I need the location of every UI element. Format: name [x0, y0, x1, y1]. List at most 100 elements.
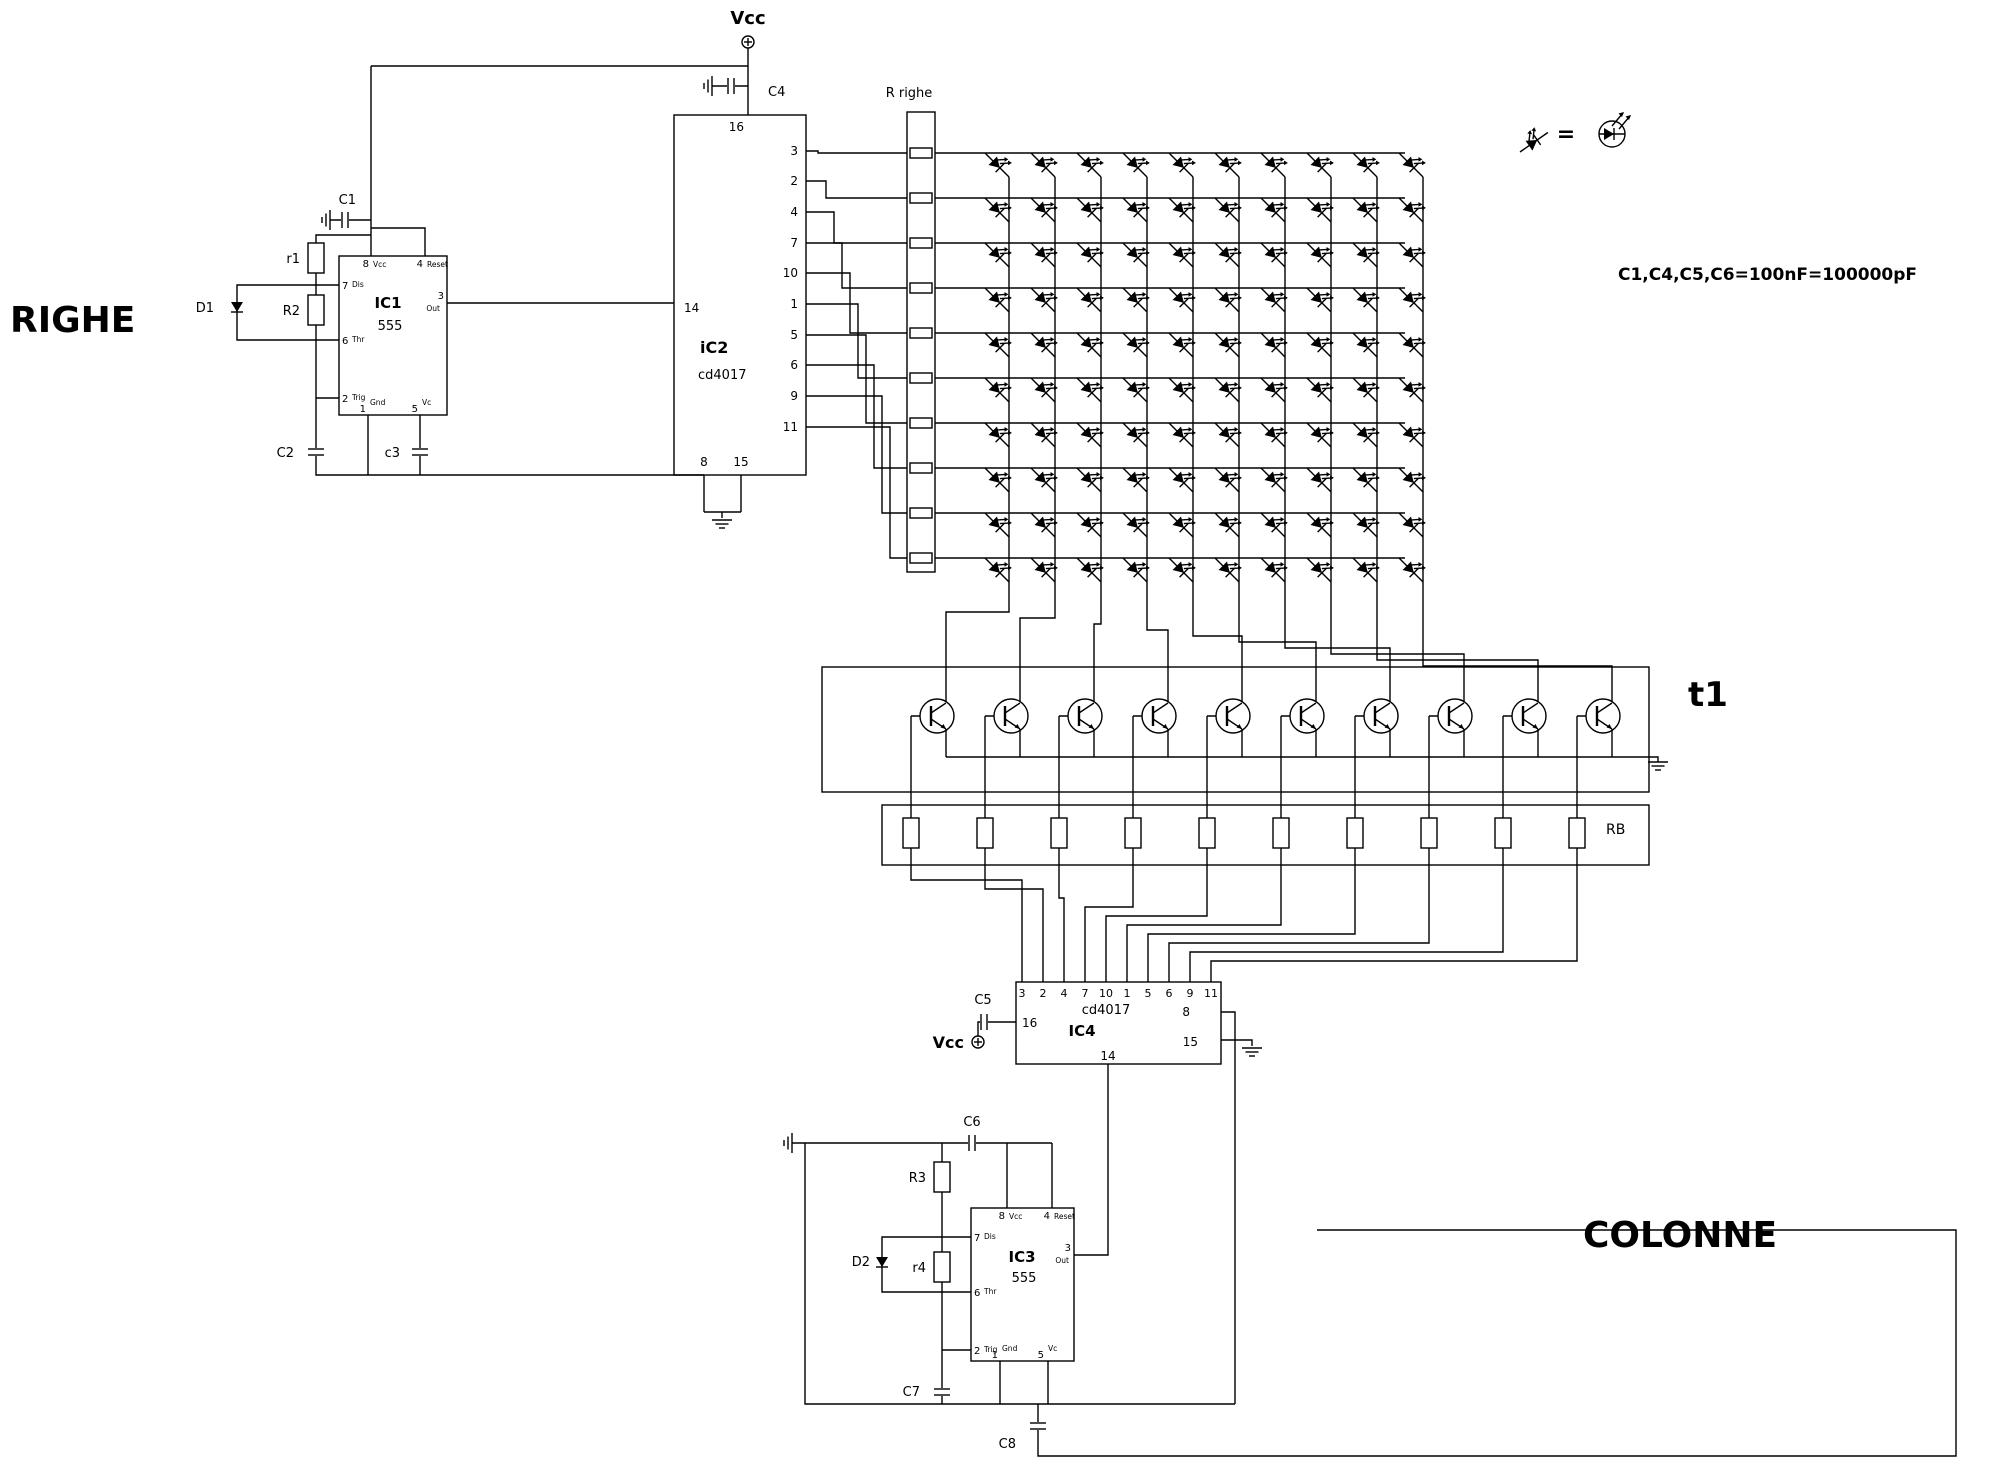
ic3-pin1-label: Gnd [1002, 1344, 1018, 1353]
ic3-name: IC3 [1008, 1248, 1035, 1266]
vcc-top-node [741, 35, 755, 49]
d2-label: D2 [852, 1255, 870, 1270]
ic2-name: iC2 [700, 338, 728, 357]
ic3-pin8: 8 [999, 1211, 1005, 1222]
rb-resistor [1198, 817, 1216, 849]
row-resistor [909, 507, 933, 519]
ic2-body [673, 114, 807, 476]
column-wire [1376, 177, 1539, 703]
column-wire [1093, 177, 1102, 703]
c7-label: C7 [903, 1385, 920, 1400]
rb-resistor [902, 817, 920, 849]
rb-to-ic4-wire [910, 716, 1023, 982]
c3-capacitor [410, 447, 430, 457]
colonne-title: COLONNE [1583, 1215, 1777, 1256]
c4-label: C4 [768, 85, 785, 100]
row-resistor [909, 327, 933, 339]
column-wire [1019, 177, 1056, 703]
ic4-input-pin-number: 6 [1166, 987, 1173, 1000]
ic4-pin16: 16 [1022, 1016, 1037, 1030]
ic3-pin4-label: Reset [1054, 1212, 1075, 1221]
ic4-wires [804, 1011, 1957, 1457]
ic2-output-pin-number: 4 [790, 205, 798, 219]
ic4-body [1015, 981, 1222, 1065]
schematic-labels: RIGHE COLONNE t1 C1,C4,C5,C6=100nF=10000… [10, 8, 1917, 1452]
c2-capacitor [306, 447, 326, 457]
rb-to-ic4-wire [1105, 716, 1208, 982]
ic1-pin2: 2 [342, 394, 348, 405]
rb-resistor [1494, 817, 1512, 849]
ic1-pin7-label: Dis [352, 280, 364, 289]
row-resistor [909, 282, 933, 294]
ic2-output-wire [806, 211, 907, 244]
npn-transistor [1584, 697, 1622, 735]
ic4-input-pin-number: 7 [1082, 987, 1089, 1000]
rb-to-ic4-wire [1058, 716, 1065, 982]
ic2-output-wire [806, 426, 907, 559]
rb-resistor [1272, 817, 1290, 849]
row-resistor [909, 417, 933, 429]
rb-resistor [1346, 817, 1364, 849]
row-resistor [909, 147, 933, 159]
c2-label: C2 [277, 446, 294, 461]
ic2-output-wire [806, 395, 907, 514]
ic4-input-pin-number: 3 [1019, 987, 1026, 1000]
ic3-body [970, 1207, 1075, 1362]
ic2-output-pin-number: 10 [783, 266, 798, 280]
column-wire [1192, 177, 1243, 703]
npn-transistor [992, 697, 1030, 735]
rb-resistor-box [881, 804, 1650, 866]
ic2-output-wires [806, 150, 907, 559]
ic3-pin5: 5 [1038, 1350, 1044, 1361]
ic1-pin6: 6 [342, 336, 348, 347]
ic2-output-pin-number: 5 [790, 328, 798, 342]
vcc-top-label: Vcc [730, 8, 765, 29]
npn-transistor [1510, 697, 1548, 735]
column-wire [1330, 177, 1465, 703]
ic3-part: 555 [1012, 1271, 1037, 1286]
ic4-pin14: 14 [1100, 1049, 1115, 1063]
ic4-pin8: 8 [1182, 1005, 1190, 1019]
c7-capacitor [932, 1387, 952, 1397]
ic3-pin7-label: Dis [984, 1232, 996, 1241]
npn-transistor [1214, 697, 1252, 735]
r3-resistor [933, 1161, 951, 1193]
ic3-pin5-label: Vc [1048, 1344, 1057, 1353]
ic4-pin15: 15 [1183, 1035, 1198, 1049]
vcc-ic4-node [971, 1035, 985, 1049]
transistor-array [902, 697, 1622, 982]
ic2-output-wire [806, 303, 907, 379]
ic1-pin5: 5 [412, 404, 418, 415]
ic2-pin16: 16 [729, 120, 744, 134]
ic2-output-pin-number: 3 [790, 144, 798, 158]
r4-label: r4 [912, 1261, 926, 1276]
c3-label: c3 [385, 446, 400, 461]
row-resistor [909, 462, 933, 474]
ic1-name: IC1 [374, 294, 401, 312]
npn-transistor [1066, 697, 1104, 735]
row-resistor [909, 192, 933, 204]
ic1-part: 555 [378, 319, 403, 334]
ic1-body [338, 255, 448, 416]
r2-label: R2 [283, 304, 300, 319]
c1-capacitor [340, 210, 350, 230]
column-wire [1146, 177, 1169, 703]
npn-transistor [1362, 697, 1400, 735]
ic4-input-pin-number: 4 [1061, 987, 1068, 1000]
ic2-output-wire [806, 242, 907, 289]
legend-led-equivalence [1512, 112, 1631, 158]
ic1-pin1: 1 [360, 404, 366, 415]
vcc-top-wires [370, 48, 749, 256]
r4-resistor [933, 1251, 951, 1283]
legend-arrowhead-1 [1618, 112, 1624, 117]
ic1-pin4: 4 [417, 259, 423, 270]
capacitor-note: C1,C4,C5,C6=100nF=100000pF [1618, 265, 1917, 285]
c6-label: C6 [963, 1115, 980, 1130]
ic1-pin8-label: Vcc [373, 260, 386, 269]
ic2-output-pin-number: 2 [790, 174, 798, 188]
column-wire [945, 177, 1010, 703]
ic4-input-pin-number: 10 [1099, 987, 1113, 1000]
ic4-input-pin-number: 9 [1187, 987, 1194, 1000]
